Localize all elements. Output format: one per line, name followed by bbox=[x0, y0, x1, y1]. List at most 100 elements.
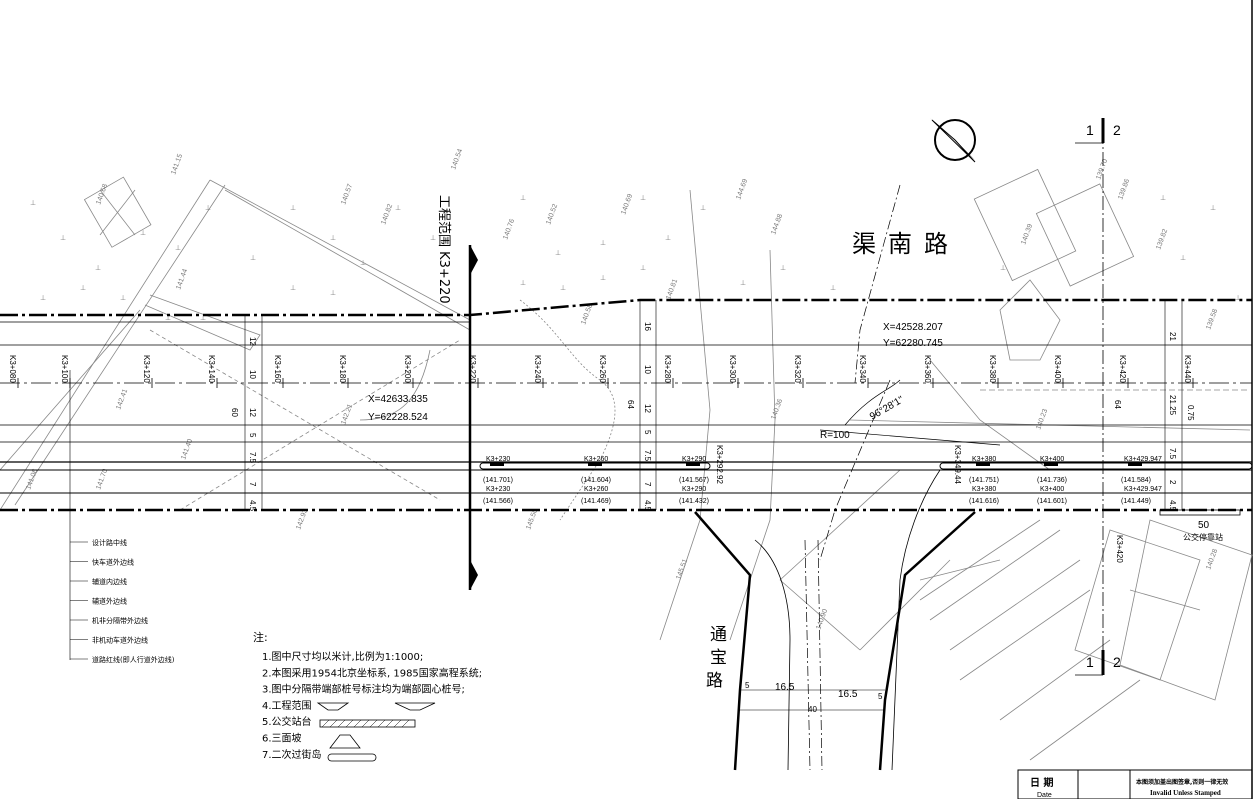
island-elev: (141.604) bbox=[581, 477, 611, 484]
stamp-note-en: Invalid Unless Stamped bbox=[1150, 789, 1221, 797]
island-station: K3+260 bbox=[584, 486, 608, 493]
island-elev: (141.449) bbox=[1121, 498, 1151, 505]
island-elev: (141.432) bbox=[679, 498, 709, 505]
contour-label: 140.76 bbox=[502, 218, 516, 241]
section-mark-top-right: 2 bbox=[1113, 122, 1121, 138]
note-line: 1.图中尺寸均以米计,比例为1:1000; bbox=[262, 650, 423, 663]
station-label: K3+280 bbox=[663, 355, 672, 383]
dim-mid: 16 bbox=[643, 322, 652, 331]
dim-mid: 7 bbox=[643, 482, 652, 487]
terrain-symbol: ⊥ bbox=[290, 205, 296, 212]
island-station: K3+400 bbox=[1040, 486, 1064, 493]
terrain-symbol: ⊥ bbox=[330, 235, 336, 242]
island-elev: (141.616) bbox=[969, 498, 999, 505]
contour-label: 142.93 bbox=[295, 508, 309, 531]
terrain-symbol: ⊥ bbox=[700, 205, 706, 212]
coord1-y: Y=62228.524 bbox=[368, 412, 428, 423]
dim-bottom-4: 5 bbox=[878, 692, 883, 701]
contour-label: 140.36 bbox=[770, 398, 784, 421]
dim-bottom-1: 5 bbox=[745, 681, 750, 690]
island-elev: (141.751) bbox=[969, 477, 999, 484]
contour-label: 140.69 bbox=[620, 193, 634, 216]
island-elev: (141.736) bbox=[1037, 477, 1067, 484]
cross-road-name-1: 通 bbox=[710, 625, 727, 645]
terrain-symbol: ⊥ bbox=[1235, 295, 1241, 302]
coord2-y: Y=62280.745 bbox=[883, 338, 943, 349]
dim-bottom-5: 40 bbox=[808, 705, 817, 714]
dim-mid-total: 64 bbox=[626, 400, 635, 409]
terrain-symbol: ⊥ bbox=[560, 285, 566, 292]
island-station: K3+400 bbox=[1040, 456, 1064, 463]
legend-label: 辅道内边线 bbox=[92, 577, 127, 586]
terrain-symbol: ⊥ bbox=[360, 260, 366, 267]
contour-label: 145.50 bbox=[525, 508, 539, 531]
dim-mid: 4.5 bbox=[643, 500, 652, 512]
dim-left: 7 bbox=[248, 482, 257, 487]
terrain-symbol: ⊥ bbox=[175, 245, 181, 252]
island-elev: (141.584) bbox=[1121, 477, 1151, 484]
contour-label: 141.40 bbox=[180, 438, 194, 461]
island-station-labels: K3+230(141.701)K3+230(141.566)K3+260(141… bbox=[483, 456, 1162, 505]
terrain-symbol: ⊥ bbox=[60, 235, 66, 242]
contour-label: 145.51 bbox=[675, 558, 689, 581]
dim-left: 12 bbox=[248, 337, 257, 346]
dim-left: 10 bbox=[248, 370, 257, 379]
island-station: K3+380 bbox=[972, 486, 996, 493]
contour-label: 140.90 bbox=[815, 608, 829, 631]
notes: 1.图中尺寸均以米计,比例为1:1000;2.本图采用1954北京坐标系, 19… bbox=[262, 650, 482, 761]
contour-label: 139.86 bbox=[1117, 178, 1131, 201]
dim-mid: 5 bbox=[643, 430, 652, 435]
bus-dimension: 50 bbox=[1198, 520, 1210, 531]
terrain-symbol: ⊥ bbox=[330, 290, 336, 297]
island-station: K3+290 bbox=[682, 456, 706, 463]
station-label: K3+380 bbox=[988, 355, 997, 383]
legend-label: 道路红线(即人行道外边线) bbox=[92, 655, 175, 664]
legend-label: 快车道外边线 bbox=[92, 558, 134, 567]
terrain-symbol: ⊥ bbox=[600, 240, 606, 247]
island-station: K3+260 bbox=[584, 456, 608, 463]
island-marker bbox=[490, 463, 504, 466]
station-label: K3+180 bbox=[338, 355, 347, 383]
station-label: K3+100 bbox=[60, 355, 69, 383]
line-legend: 设计路中线快车道外边线辅道内边线辅道外边线机非分隔带外边线非机动车道外边线道路红… bbox=[70, 538, 175, 664]
contour-label: 140.82 bbox=[380, 203, 394, 226]
vert-station-1: K3+292.92 bbox=[715, 445, 724, 484]
contour-label: 140.52 bbox=[545, 203, 559, 226]
station-label: K3+340 bbox=[858, 355, 867, 383]
terrain-symbol: ⊥ bbox=[1210, 205, 1216, 212]
terrain-symbol: ⊥ bbox=[250, 255, 256, 262]
station-label: K3+220 bbox=[468, 355, 477, 383]
legend-label: 辅道外边线 bbox=[92, 597, 127, 606]
dim-right: 0.75 bbox=[1186, 405, 1195, 421]
terrain-symbol: ⊥ bbox=[1180, 255, 1186, 262]
island-elev: (141.469) bbox=[581, 498, 611, 505]
dim-left: 5 bbox=[248, 433, 257, 438]
contour-label: 139.70 bbox=[1095, 158, 1109, 181]
terrain-symbol: ⊥ bbox=[780, 265, 786, 272]
island-station: K3+230 bbox=[486, 456, 510, 463]
island-station: K3+429.947 bbox=[1124, 456, 1162, 463]
terrain-symbol: ⊥ bbox=[80, 285, 86, 292]
station-label: K3+420 bbox=[1118, 355, 1127, 383]
terrain-symbol: ⊥ bbox=[520, 195, 526, 202]
terrain-symbol: ⊥ bbox=[120, 295, 126, 302]
terrain-symbol: ⊥ bbox=[40, 295, 46, 302]
contour-label: 140.54 bbox=[450, 148, 464, 171]
terrain-symbol: ⊥ bbox=[555, 250, 561, 257]
island-elev: (141.701) bbox=[483, 477, 513, 484]
station-label: K3+400 bbox=[1053, 355, 1062, 383]
terrain-symbol: ⊥ bbox=[740, 280, 746, 287]
terrain-symbol: ⊥ bbox=[640, 265, 646, 272]
island-marker bbox=[588, 463, 602, 466]
dim-right: 21 bbox=[1168, 332, 1177, 341]
coord2-x: X=42528.207 bbox=[883, 322, 943, 333]
terrain-symbol: ⊥ bbox=[830, 285, 836, 292]
stamp-note-cn: 本图须加盖出图签章,否则一律无效 bbox=[1136, 778, 1228, 786]
legend-label: 设计路中线 bbox=[92, 538, 127, 547]
contour-label: 140.23 bbox=[1035, 408, 1049, 431]
note-line: 4.工程范围 bbox=[262, 699, 312, 712]
section-mark-top-left: 1 bbox=[1086, 122, 1094, 138]
contour-label: 139.82 bbox=[1155, 228, 1169, 251]
